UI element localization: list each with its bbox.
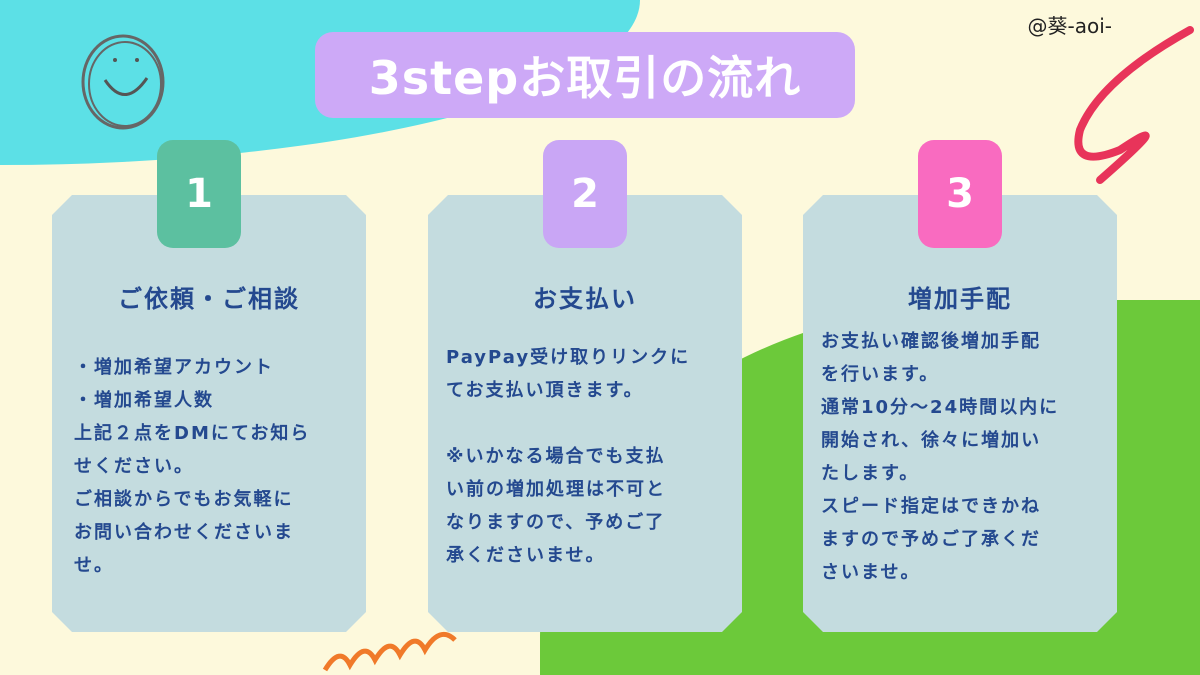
body-line: なりますので、予めご了 — [446, 512, 666, 533]
body-line: せ。 — [74, 555, 114, 576]
red-squiggle-decoration — [1074, 26, 1194, 184]
step-body: ・増加希望アカウント ・増加希望人数 上記２点をDMにてお知ら せください。 ご… — [74, 351, 356, 582]
page-title: 3stepお取引の流れ — [315, 32, 855, 118]
step-number-badge-2: 2 — [543, 140, 627, 248]
body-line — [446, 407, 732, 440]
body-line: 通常10分～24時間以内に — [821, 397, 1060, 418]
body-line: スピード指定はできかね — [821, 496, 1041, 517]
step-number-badge-3: 3 — [918, 140, 1002, 248]
step-heading: ご依頼・ご相談 — [118, 285, 300, 313]
step-number-badge-1: 1 — [157, 140, 241, 248]
step-heading: 増加手配 — [908, 285, 1012, 313]
body-line: さいませ。 — [821, 562, 921, 583]
body-line: PayPay受け取りリンクに — [446, 347, 691, 368]
step-card-3: 増加手配 お支払い確認後増加手配 を行います。 通常10分～24時間以内に 開始… — [803, 195, 1117, 632]
body-line: てお支払い頂きます。 — [446, 380, 644, 401]
body-line: を行います。 — [821, 364, 940, 385]
step-card-1: ご依頼・ご相談 ・増加希望アカウント ・増加希望人数 上記２点をDMにてお知ら … — [52, 195, 366, 632]
body-line: お問い合わせくださいま — [74, 522, 294, 543]
step-body: お支払い確認後増加手配 を行います。 通常10分～24時間以内に 開始され、徐々… — [821, 325, 1107, 589]
body-line: ・増加希望人数 — [74, 390, 214, 411]
smiley-icon — [81, 34, 165, 130]
step-card-2: お支払い PayPay受け取りリンクに てお支払い頂きます。 ※いかなる場合でも… — [428, 195, 742, 632]
body-line: たします。 — [821, 463, 920, 484]
body-line: ご相談からでもお気軽に — [74, 489, 294, 510]
body-line: 承くださいませ。 — [446, 545, 606, 566]
body-line: せください。 — [74, 456, 194, 477]
body-line: 上記２点をDMにてお知ら — [74, 423, 311, 444]
step-body: PayPay受け取りリンクに てお支払い頂きます。 ※いかなる場合でも支払 い前… — [446, 341, 732, 572]
body-line: ※いかなる場合でも支払 — [446, 446, 666, 467]
step-heading: お支払い — [533, 285, 637, 313]
body-line: ますので予めご了承くだ — [821, 529, 1041, 550]
body-line: 開始され、徐々に増加い — [821, 430, 1042, 451]
body-line: い前の増加処理は不可と — [446, 479, 666, 500]
body-line: お支払い確認後増加手配 — [821, 331, 1041, 352]
author-handle: @葵-aoi- — [1027, 14, 1112, 38]
orange-zigzag-decoration — [322, 631, 457, 672]
body-line: ・増加希望アカウント — [74, 357, 274, 378]
